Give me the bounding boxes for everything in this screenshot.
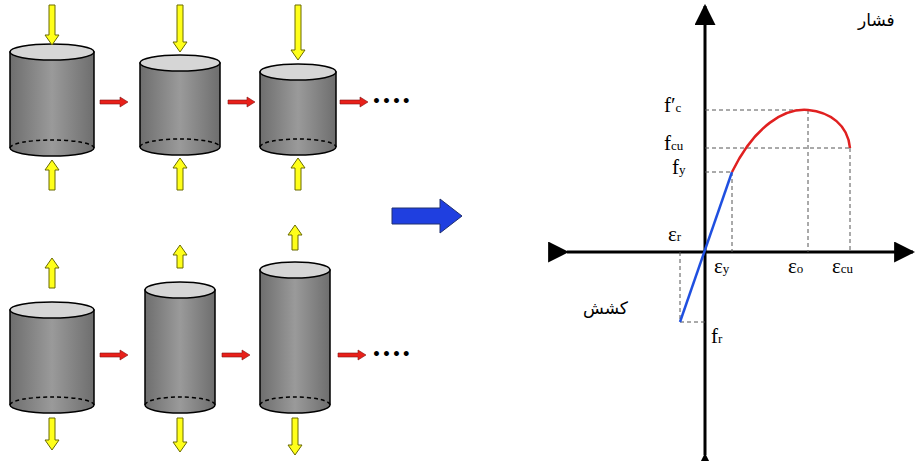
- load-arrow: [288, 418, 302, 455]
- step-arrow: [228, 97, 255, 107]
- load-arrow: [291, 158, 305, 190]
- load-arrow: [45, 418, 59, 450]
- axis-value: εy: [714, 256, 729, 277]
- cylinder-body: [145, 290, 215, 413]
- load-arrow: [291, 5, 305, 60]
- cylinder-top: [10, 302, 94, 318]
- load-arrow: [288, 225, 302, 250]
- cylinder-back-edge: [145, 397, 215, 405]
- cylinder-top: [145, 282, 215, 298]
- load-arrow: [45, 5, 59, 45]
- cylinder-body: [140, 63, 220, 155]
- load-arrow: [173, 5, 187, 52]
- axis-value: fy: [672, 157, 686, 178]
- cylinder-top: [140, 55, 220, 71]
- step-arrow: [222, 350, 250, 360]
- cylinder-back-edge: [10, 140, 94, 148]
- step-arrow: [340, 97, 368, 107]
- axis-value: εr: [668, 224, 681, 245]
- load-arrow: [173, 158, 187, 190]
- cylinder-back-edge: [140, 139, 220, 147]
- cylinder-body: [260, 270, 330, 413]
- axis-value: εcu: [832, 256, 853, 277]
- cylinder-back-edge: [260, 139, 336, 147]
- load-arrow: [173, 418, 187, 452]
- compression-label: فشار: [858, 12, 895, 29]
- axis-value: fr: [711, 326, 722, 347]
- load-arrow: [173, 245, 187, 268]
- cylinder-top: [260, 64, 336, 80]
- continuation-dots: ••••: [372, 94, 412, 108]
- tension-label: کشش: [583, 300, 628, 317]
- cylinder-body: [10, 52, 94, 156]
- cylinder-back-edge: [10, 397, 94, 405]
- cylinder-top: [10, 44, 94, 60]
- step-arrow: [100, 350, 128, 360]
- cylinder-top: [260, 262, 330, 278]
- load-arrow: [45, 258, 59, 288]
- cylinder-back-edge: [260, 397, 330, 405]
- step-arrow: [100, 97, 128, 107]
- cylinder-body: [10, 310, 94, 413]
- cylinder-body: [260, 72, 336, 155]
- step-arrow: [338, 350, 366, 360]
- continuation-dots: ••••: [372, 347, 412, 361]
- axis-value: f′c: [664, 95, 681, 116]
- axis-value: fcu: [664, 133, 683, 154]
- load-arrow: [45, 160, 59, 190]
- axis-value: εo: [788, 256, 803, 277]
